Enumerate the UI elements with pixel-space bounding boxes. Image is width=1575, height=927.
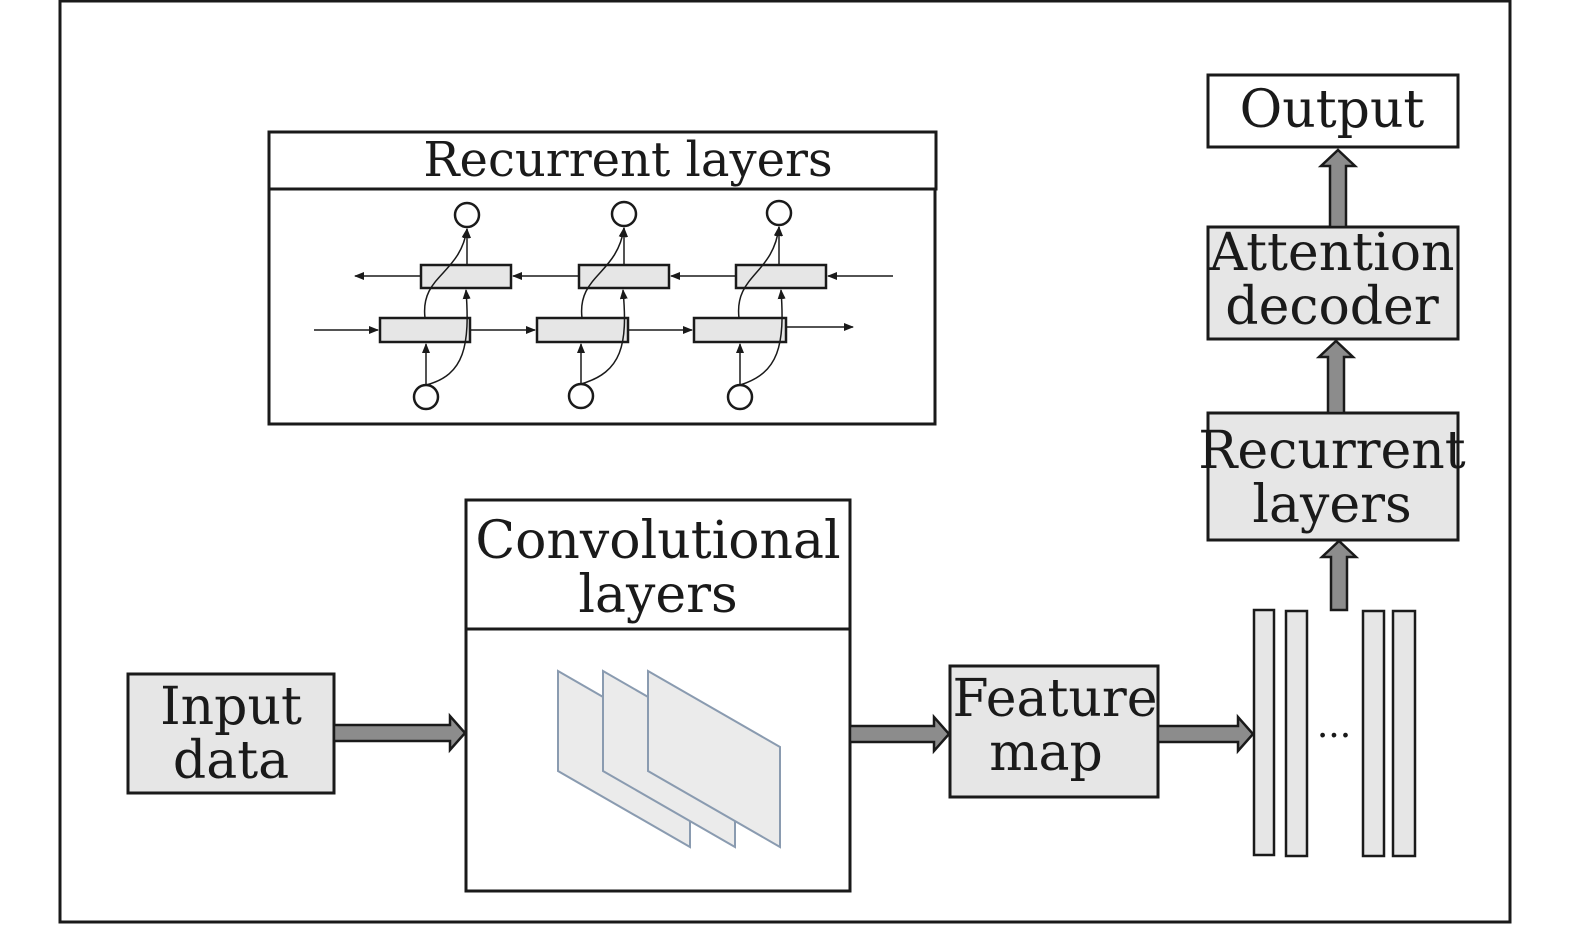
backward-cell — [734, 263, 828, 290]
feature-map-label-2: map — [989, 723, 1103, 783]
input-node — [726, 383, 754, 411]
input-data-label-1: Input — [160, 677, 302, 737]
backward-row — [419, 263, 828, 290]
input-node — [567, 382, 595, 410]
recurrent-label-1: Recurrent — [1198, 421, 1466, 481]
horizontal-arrows — [314, 272, 893, 334]
output-box — [1206, 73, 1460, 149]
conv-label-1: Convolutional — [475, 511, 840, 571]
forward-cell — [692, 316, 788, 344]
forward-cell — [535, 316, 630, 344]
backward-cell — [419, 263, 513, 290]
conv-title-box — [464, 498, 852, 631]
inset-title-box — [267, 130, 938, 191]
arrow-conv-to-feature — [848, 713, 951, 755]
output-node — [453, 201, 481, 229]
arrow-feature-to-sequence — [1156, 713, 1255, 755]
arrow-recurrent-to-attention — [1315, 339, 1357, 415]
outer-frame — [58, 0, 1512, 924]
sequence-ellipsis: ... — [1317, 705, 1351, 746]
feature-planes — [557, 669, 781, 849]
output-node — [610, 200, 638, 228]
arrow-attention-to-output — [1317, 148, 1359, 229]
recurrent-inset: Recurrent layers — [267, 130, 938, 426]
feature-map-box — [948, 664, 1160, 799]
attention-label-1: Attention — [1208, 223, 1454, 283]
forward-row — [378, 316, 788, 344]
attention-label-2: decoder — [1225, 277, 1439, 337]
output-nodes — [453, 199, 793, 229]
sequence-column — [1361, 609, 1386, 858]
arrow-sequence-to-recurrent — [1318, 539, 1360, 612]
feature-plane — [647, 669, 781, 849]
sequence-column — [1252, 608, 1276, 857]
input-node — [412, 383, 440, 411]
input-nodes — [412, 382, 754, 411]
conv-label-2: layers — [578, 565, 737, 625]
input-data-label-2: data — [173, 731, 289, 791]
forward-cell — [378, 316, 472, 344]
recurrent-layers-box — [1206, 411, 1460, 542]
sequence-column — [1284, 609, 1309, 858]
backward-cell — [577, 263, 671, 290]
input-data-box — [126, 672, 336, 795]
sequence-column — [1391, 609, 1417, 858]
arrow-input-to-conv — [332, 712, 467, 754]
inset-title: Recurrent layers — [423, 132, 832, 188]
output-node — [765, 199, 793, 227]
attention-decoder-box — [1206, 225, 1460, 341]
conv-block: Convolutional layers — [464, 498, 852, 893]
output-label: Output — [1240, 80, 1425, 140]
feature-map-label-1: Feature — [952, 669, 1157, 729]
connections — [422, 226, 786, 386]
recurrent-label-2: layers — [1252, 475, 1411, 535]
feature-sequence — [1252, 608, 1417, 858]
